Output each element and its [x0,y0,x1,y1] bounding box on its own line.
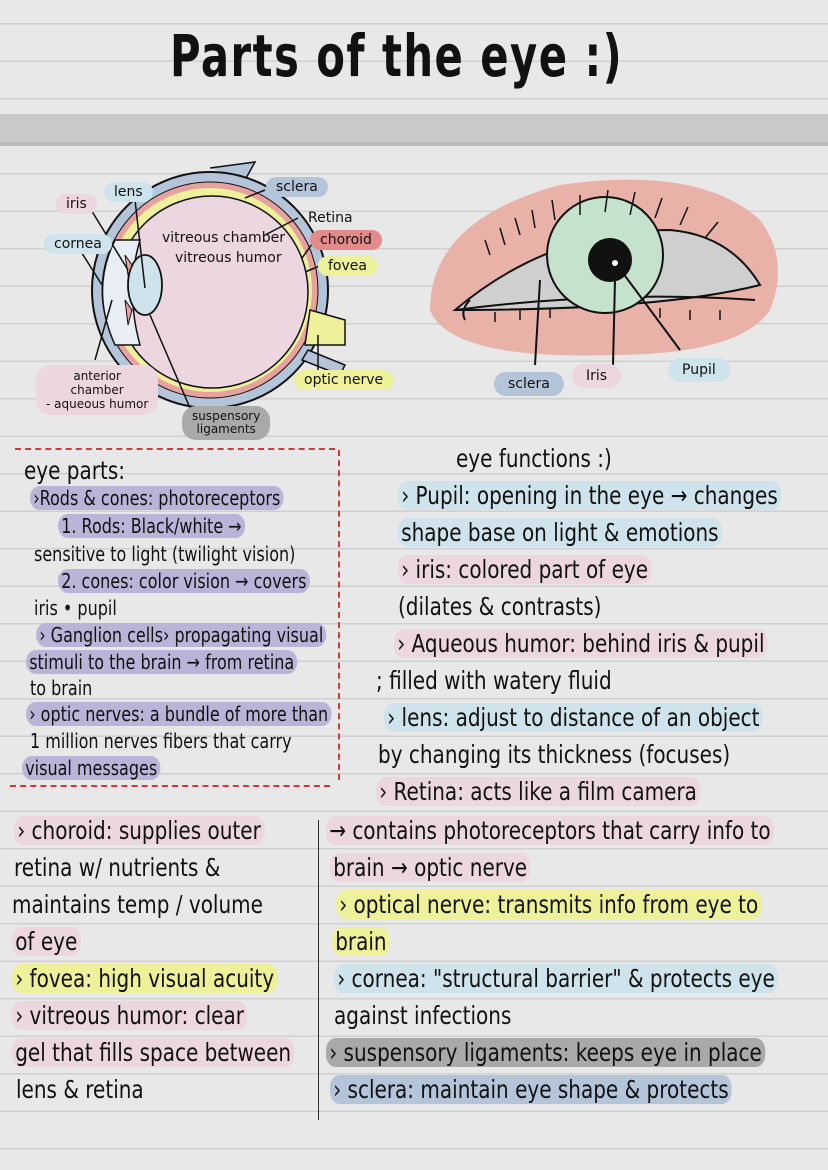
eye-cross-section-diagram [79,161,347,409]
label-anterior-chamber: anterior chamber - aqueous humor [36,365,159,415]
label-sclera: sclera [266,177,328,197]
label-choroid: choroid [310,230,382,250]
label-vitreous-chamber: vitreous chamber [162,230,285,246]
left-lower-line: › vitreous humor: clear [12,997,248,1034]
eye-parts-line: 2. cones: color vision → covers [58,563,310,600]
label-anterior-line2: chamber [70,383,124,397]
eye-parts-line: sensitive to light (twilight vision) [34,542,296,566]
eye-functions-heading: eye functions :) [456,444,612,473]
label-lens: lens [104,182,153,202]
external-label-iris: Iris [572,364,622,388]
eye-parts-line: ›Rods & cones: photoreceptors [30,480,284,517]
label-vitreous-humor: vitreous humor [175,250,282,266]
left-lower-line: › fovea: high visual acuity [12,960,278,997]
eye-external-diagram [430,179,778,366]
eye-functions-line: against infections [334,1001,512,1030]
eye-functions-line: › Aqueous humor: behind iris & pupil [394,625,768,662]
external-label-sclera: sclera [494,372,564,396]
column-divider [318,820,319,1120]
eye-functions-line: shape base on light & emotions [398,514,722,551]
eye-parts-line: visual messages [22,750,161,787]
eye-functions-line: → contains photoreceptors that carry inf… [326,812,774,849]
left-lower-line: retina w/ nutrients & [14,853,221,882]
eye-parts-box-top [15,448,335,450]
label-optic-nerve: optic nerve [294,370,394,390]
eye-functions-line: brain [332,923,390,960]
eye-parts-heading: eye parts: [24,456,125,485]
left-lower-line: lens & retina [16,1075,144,1104]
eye-functions-line: brain → optic nerve [330,849,531,886]
label-anterior-line3: - aqueous humor [46,397,149,411]
label-anterior-line1: anterior [73,369,121,383]
eye-parts-box-bottom [10,785,330,787]
page-title: Parts of the eye :) [170,22,624,90]
eye-functions-line: (dilates & contrasts) [398,592,602,621]
label-suspensory-line1: suspensory [192,409,261,423]
eye-functions-line: › lens: adjust to distance of an object [384,699,763,736]
eye-functions-line: › Pupil: opening in the eye → changes [398,477,781,514]
eye-functions-line: › sclera: maintain eye shape & protects [330,1071,732,1108]
eye-functions-line: › suspensory ligaments: keeps eye in pla… [326,1034,766,1071]
left-lower-line: gel that fills space between [12,1034,295,1071]
left-lower-line: maintains temp / volume [12,890,263,919]
eye-parts-line: iris • pupil [34,596,117,620]
eye-parts-line: › optic nerves: a bundle of more than [26,696,332,733]
eye-parts-box-right [338,450,340,780]
label-retina: Retina [308,210,353,226]
label-cornea: cornea [44,234,112,254]
eye-parts-line: to brain [30,676,93,700]
eye-parts-line: 1. Rods: Black/white → [58,508,245,545]
label-fovea: fovea [318,256,377,276]
eye-functions-line: › optical nerve: transmits info from eye… [336,886,762,923]
label-suspensory-ligaments: suspensory ligaments [182,406,271,440]
eye-functions-line: › Retina: acts like a film camera [376,773,701,810]
label-suspensory-line2: ligaments [196,422,256,436]
eye-parts-line: 1 million nerves fibers that carry [30,729,292,753]
left-lower-line: › choroid: supplies outer [14,812,264,849]
external-label-pupil: Pupil [668,358,730,382]
label-iris: iris [56,194,97,214]
left-lower-line: of eye [12,923,81,960]
eye-functions-line: › iris: colored part of eye [398,551,652,588]
eye-functions-line: by changing its thickness (focuses) [378,740,731,769]
eye-parts-line: › Ganglion cells› propagating visual [36,617,327,654]
eye-parts-line: stimuli to the brain → from retina [26,644,298,681]
eye-functions-line: › cornea: "structural barrier" & protect… [334,960,779,997]
eye-functions-line: ; filled with watery fluid [376,666,612,695]
header-band [0,114,828,146]
